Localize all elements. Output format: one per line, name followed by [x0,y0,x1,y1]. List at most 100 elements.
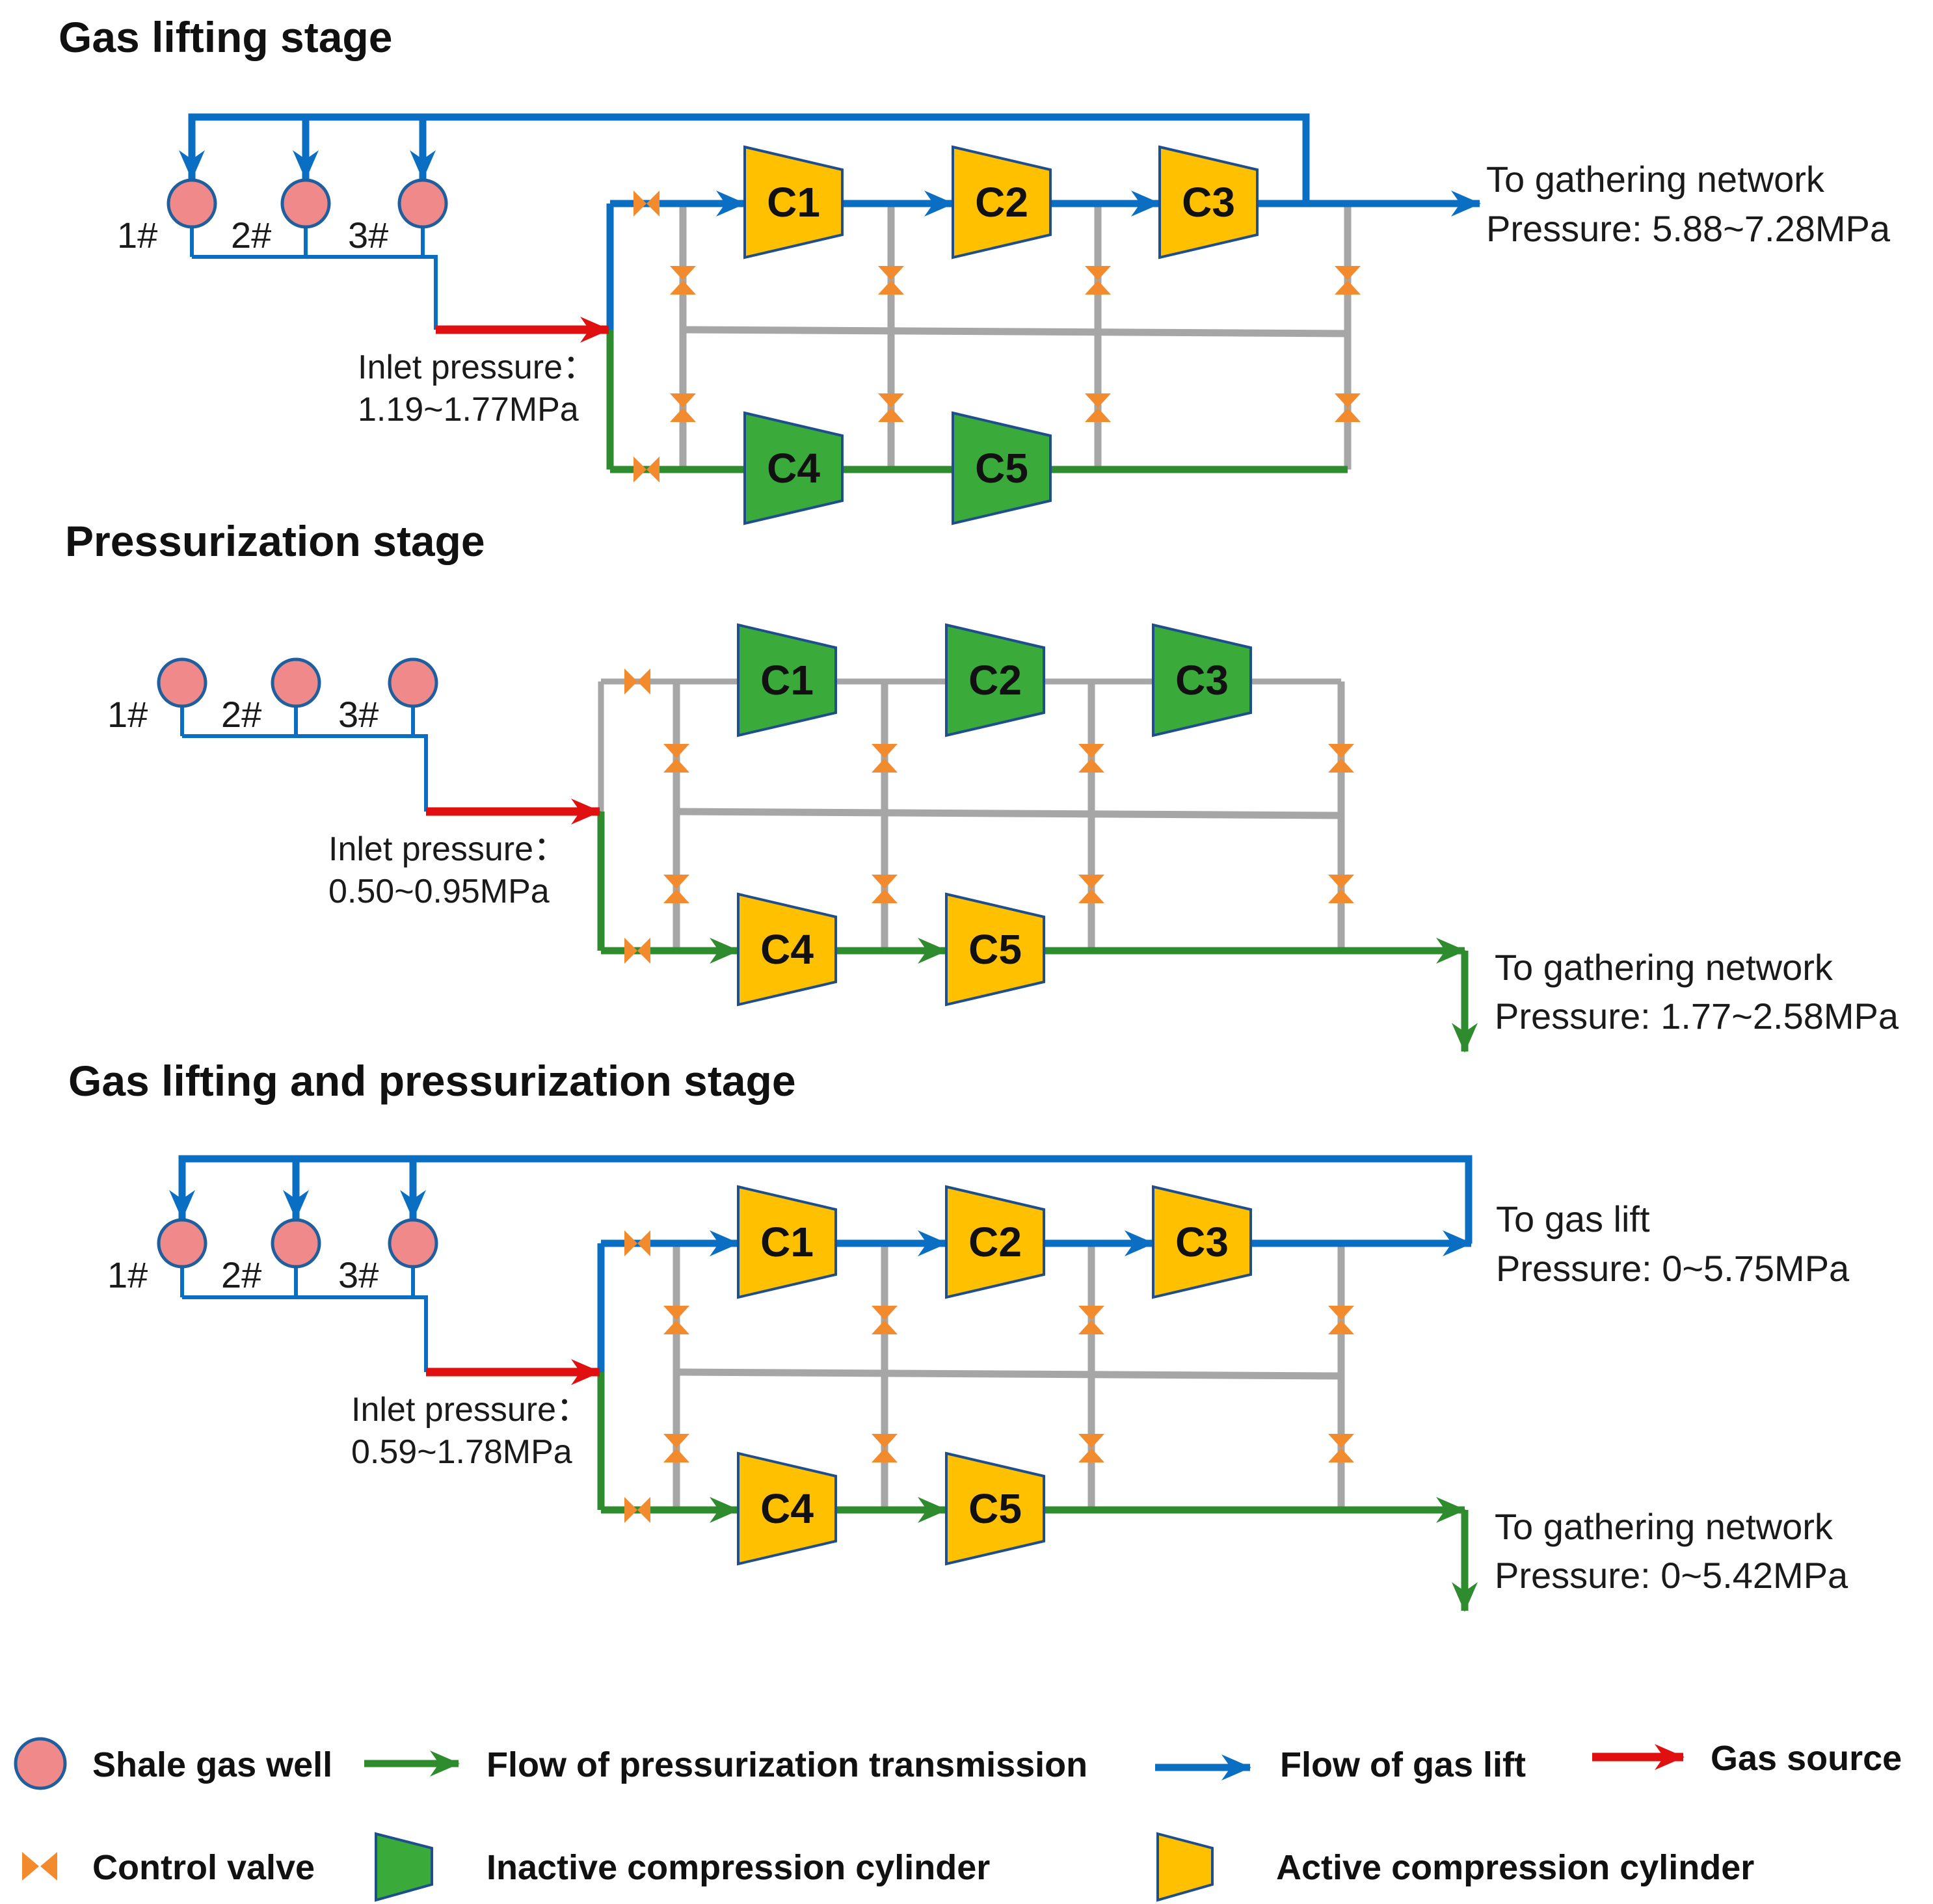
cylinder-label: C1 [767,179,820,226]
control-valve-icon [670,393,696,422]
legend-gas-source: Gas source [1711,1739,1902,1778]
shale-gas-well-icon [397,178,448,229]
compression-cylinder: C1 [737,1185,837,1299]
inlet-pressure-label: Inlet pressure： [328,830,567,868]
legend-flow-pressurization: Flow of pressurization transmission [487,1745,1087,1784]
valve-shape [624,1230,650,1256]
control-valve-icon [624,938,650,964]
stage-title: Pressurization stage [65,517,485,565]
well-label: 2# [221,694,261,735]
cylinder-label: C2 [968,1219,1022,1265]
cylinder-shape [1158,145,1259,259]
cylinder-label: C2 [975,179,1028,226]
cylinder-shape [952,411,1052,525]
control-valve-icon [663,744,689,773]
compression-cylinder: C4 [737,1451,837,1566]
shale-gas-well-icon [388,1218,438,1269]
bypass-pipe [676,808,1342,819]
control-valve-icon [624,1497,650,1523]
cylinder-shape [743,411,844,525]
cylinder-shape [945,623,1045,737]
control-valve-icon [663,875,689,903]
valve-shape [1328,1434,1354,1462]
valve-shape [633,191,660,217]
outlet-top-label: To gas lift [1496,1198,1650,1239]
shale-gas-well-icon [167,178,217,229]
control-valve-icon [878,266,904,295]
valve-shape [633,456,660,483]
outlet-bottom-label: To gathering network [1495,947,1833,988]
valve-shape [1078,1306,1104,1334]
cylinder-label: C3 [1175,1219,1229,1265]
outlet-top-value: Pressure: 0~5.75MPa [1496,1248,1850,1289]
inlet-pressure-label: Inlet pressure： [358,349,596,386]
control-valve-icon [633,456,660,483]
shale-gas-well-icon [388,657,438,708]
cylinder-label: C5 [968,1485,1022,1532]
manifold-pipe [182,734,428,812]
cylinder-label: C4 [767,445,820,492]
legend-flow-gas-lift: Flow of gas lift [1280,1745,1526,1784]
control-valve-icon [633,191,660,217]
well-label: 3# [338,1254,379,1295]
compression-cylinder: C5 [945,892,1045,1007]
valve-shape [624,938,650,964]
valve-shape [1078,875,1104,903]
control-valve-icon [1078,1434,1104,1462]
cylinder-shape [737,1451,837,1566]
shale-gas-well-icon [280,178,331,229]
control-valve-icon [1328,875,1354,903]
gas-lift-return [179,113,1310,204]
valve-shape [624,1497,650,1523]
cylinder-label: C4 [760,926,814,973]
valve-shape [878,266,904,295]
control-valve-icon [624,668,650,694]
cylinder-label: C1 [760,657,814,704]
valve-shape [663,1306,689,1334]
shale-gas-well-icon [271,1218,321,1269]
cylinder-label: C5 [975,445,1028,492]
valve-shape [1085,266,1111,295]
cylinder-shape [952,145,1052,259]
cylinder-label: C2 [968,657,1022,704]
cylinder-label: C3 [1182,179,1235,226]
valve-shape [1078,1434,1104,1462]
legend-active-cylinder: Active compression cylinder [1276,1848,1754,1887]
control-valve-icon [872,1306,898,1334]
legend-control-valve-icon [22,1852,57,1881]
valve-shape [670,266,696,295]
cylinder-label: C1 [760,1219,814,1265]
valve-shape [1085,393,1111,422]
well-label: 2# [221,1254,261,1295]
control-valve-icon [1085,393,1111,422]
valve-shape [872,1306,898,1334]
gas-lift-return [169,1155,1473,1243]
compression-cylinder: C3 [1158,145,1259,259]
well-label: 1# [107,1254,148,1295]
compression-cylinder: C1 [743,145,844,259]
valve-shape [624,668,650,694]
shale-gas-well-icon [14,1737,67,1790]
control-valve-icon [1335,393,1361,422]
control-valve-icon [663,1306,689,1334]
control-valve-icon [872,1434,898,1462]
well-label: 1# [107,694,148,735]
manifold-pipe [182,1295,428,1372]
well-label: 3# [338,694,379,735]
control-valve-icon [1078,744,1104,773]
valve-shape [1335,393,1361,422]
compression-cylinder: C2 [945,1185,1045,1299]
compression-cylinder: C1 [737,623,837,737]
valve-shape [872,1434,898,1462]
outlet-bottom-label: To gathering network [1495,1506,1833,1547]
valve-shape [1078,744,1104,773]
cylinder-shape [945,1185,1045,1299]
control-valve-icon [1328,1434,1354,1462]
control-valve-icon [872,875,898,903]
compression-cylinder: C5 [952,411,1052,525]
stage-title: Gas lifting and pressurization stage [68,1057,796,1105]
valve-shape [22,1852,57,1881]
